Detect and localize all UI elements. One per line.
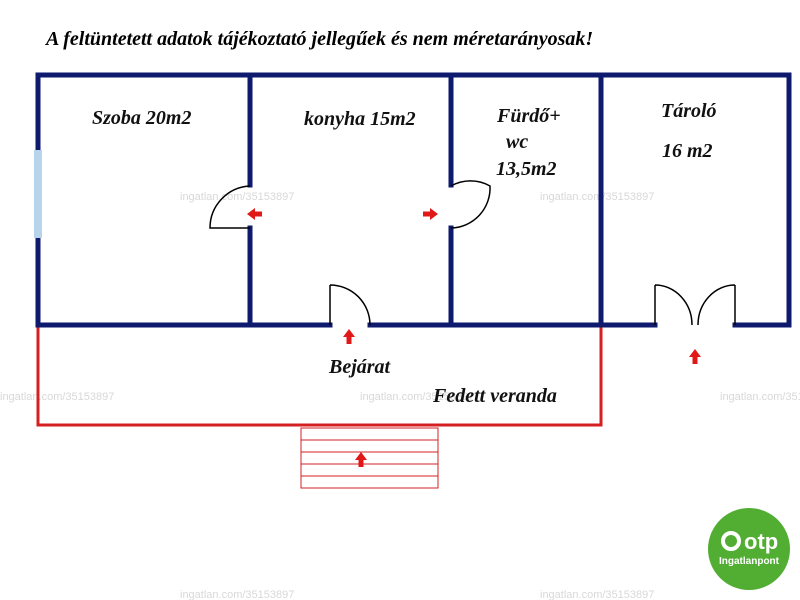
room-label-furdo-area: 13,5m2 — [496, 158, 557, 180]
stairs-frame — [300, 427, 439, 489]
door-tarolo-left — [654, 284, 693, 326]
walls — [35, 72, 792, 328]
room-label-tarolo-area: 16 m2 — [662, 140, 713, 162]
room-label-furdo: wc — [506, 131, 528, 153]
logo-mark-icon — [721, 531, 741, 551]
watermark-text: ingatlan.com/35153897 — [180, 589, 294, 600]
veranda-label: Fedett veranda — [432, 385, 557, 407]
door-tarolo-right — [697, 284, 736, 326]
logo-subtitle: Ingatlanpont — [719, 556, 780, 567]
otp-logo: otp Ingatlanpont — [708, 508, 790, 590]
entrance-label: Bejárat — [328, 356, 392, 378]
watermark-text: ingatlan.com/35153897 — [720, 391, 800, 403]
logo-badge — [708, 508, 790, 590]
disclaimer-text: A feltüntetett adatok tájékoztató jelleg… — [46, 28, 594, 50]
room-label-tarolo: Tároló — [661, 100, 717, 122]
veranda-border — [36, 325, 603, 427]
watermark-text: ingatlan.com/35153897 — [540, 191, 654, 203]
stairs — [300, 427, 439, 489]
door-entrance — [329, 284, 371, 326]
veranda-outline — [36, 325, 603, 427]
arrow-left-icon — [247, 208, 262, 220]
window — [34, 150, 42, 238]
arrow-up-icon — [355, 452, 367, 467]
watermark-text: ingatlan.com/35153897 — [360, 391, 474, 403]
watermarks: ingatlan.com/35153897 ingatlan.com/35153… — [0, 191, 800, 600]
room-label-szoba: Szoba 20m2 — [92, 107, 191, 129]
arrow-up-icon — [689, 349, 701, 364]
room-labels: Szoba 20m2 konyha 15m2 Fürdő+ wc 13,5m2 … — [92, 100, 717, 407]
logo-brand: otp — [744, 529, 778, 554]
doors — [209, 180, 736, 326]
arrow-up-icon — [343, 329, 355, 344]
door-szoba — [209, 185, 251, 229]
arrows — [247, 208, 701, 467]
watermark-text: ingatlan.com/35153897 — [180, 191, 294, 203]
watermark-text: ingatlan.com/35153897 — [0, 391, 114, 403]
watermark-text: ingatlan.com/35153897 — [540, 589, 654, 600]
door-furdo — [450, 180, 491, 229]
room-label-furdo: Fürdő+ — [496, 105, 561, 127]
room-label-konyha: konyha 15m2 — [304, 108, 416, 130]
arrow-right-icon — [423, 208, 438, 220]
